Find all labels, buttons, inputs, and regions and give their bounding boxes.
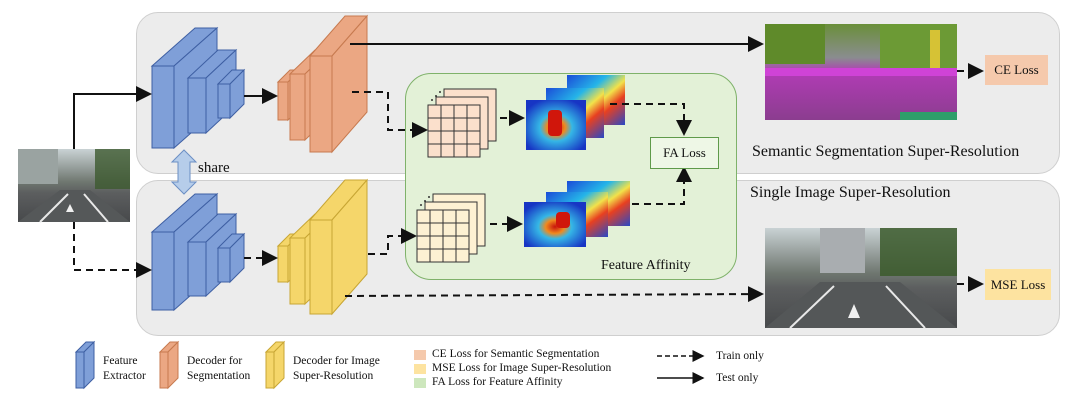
legend-mse-text: MSE Loss for Image Super-Resolution — [432, 362, 612, 374]
test-path-arrows — [73, 36, 764, 149]
legend-feature-extractor-line2: Extractor — [103, 370, 146, 382]
legend-fa-swatch — [414, 378, 426, 388]
heatmaps-bottom — [524, 181, 630, 247]
legend-ce-swatch — [414, 350, 426, 360]
bottom-encoder — [150, 192, 246, 312]
legend-decoder-sr-line1: Decoder for Image — [293, 355, 380, 367]
seg-decoder — [276, 14, 369, 154]
sr-output-image — [765, 228, 957, 329]
legend-train-only: Train only — [716, 350, 764, 362]
legend-decoder-seg: Decoder for Segmentation — [187, 354, 250, 384]
legend-sr-decoder-icon — [264, 340, 286, 390]
legend-decoder-seg-line1: Decoder for — [187, 355, 243, 367]
ce-loss-box: CE Loss — [985, 55, 1048, 85]
heatmaps-top — [526, 75, 625, 150]
share-label: share — [198, 160, 230, 176]
legend-feature-extractor-line1: Feature — [103, 355, 138, 367]
mse-loss-box: MSE Loss — [985, 269, 1051, 300]
legend-mse-swatch — [414, 364, 426, 374]
top-encoder — [150, 26, 246, 150]
input-image — [18, 149, 130, 223]
sr-decoder — [276, 178, 369, 316]
train-path-arrows — [73, 63, 984, 303]
legend-ce-text: CE Loss for Semantic Segmentation — [432, 348, 600, 360]
legend-seg-decoder-icon — [158, 340, 180, 390]
top-panel-title: Semantic Segmentation Super-Resolution — [752, 143, 1020, 160]
legend-decoder-sr: Decoder for Image Super-Resolution — [293, 354, 380, 384]
share-arrow — [170, 149, 198, 195]
bottom-panel-title: Single Image Super-Resolution — [750, 184, 951, 201]
legend-decoder-sr-line2: Super-Resolution — [293, 370, 374, 382]
legend-test-only: Test only — [716, 372, 759, 384]
fa-loss-box: FA Loss — [650, 137, 719, 169]
segmentation-output-image — [765, 24, 957, 120]
feature-affinity-label: Feature Affinity — [601, 258, 691, 273]
affinity-grid-top — [427, 88, 497, 158]
affinity-grid-bottom — [416, 193, 486, 263]
legend-encoder-icon — [74, 340, 96, 390]
legend-decoder-seg-line2: Segmentation — [187, 370, 251, 382]
legend-graphics — [74, 340, 705, 390]
legend-feature-extractor: Feature Extractor — [103, 354, 146, 384]
legend-fa-text: FA Loss for Feature Affinity — [432, 376, 563, 388]
